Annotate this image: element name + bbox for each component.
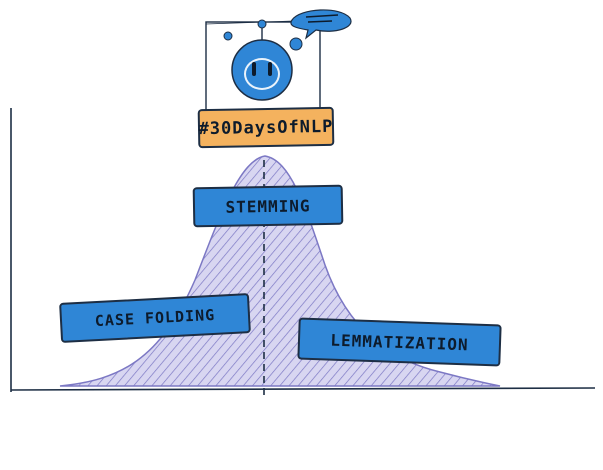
hashtag-banner: #30DaysOfNLP [197, 106, 335, 149]
stemming-label: STEMMING [192, 184, 344, 228]
mascot-logo [205, 9, 352, 123]
lemmatization-label: LEMMATIZATION [297, 317, 502, 367]
x-axis [10, 387, 596, 391]
